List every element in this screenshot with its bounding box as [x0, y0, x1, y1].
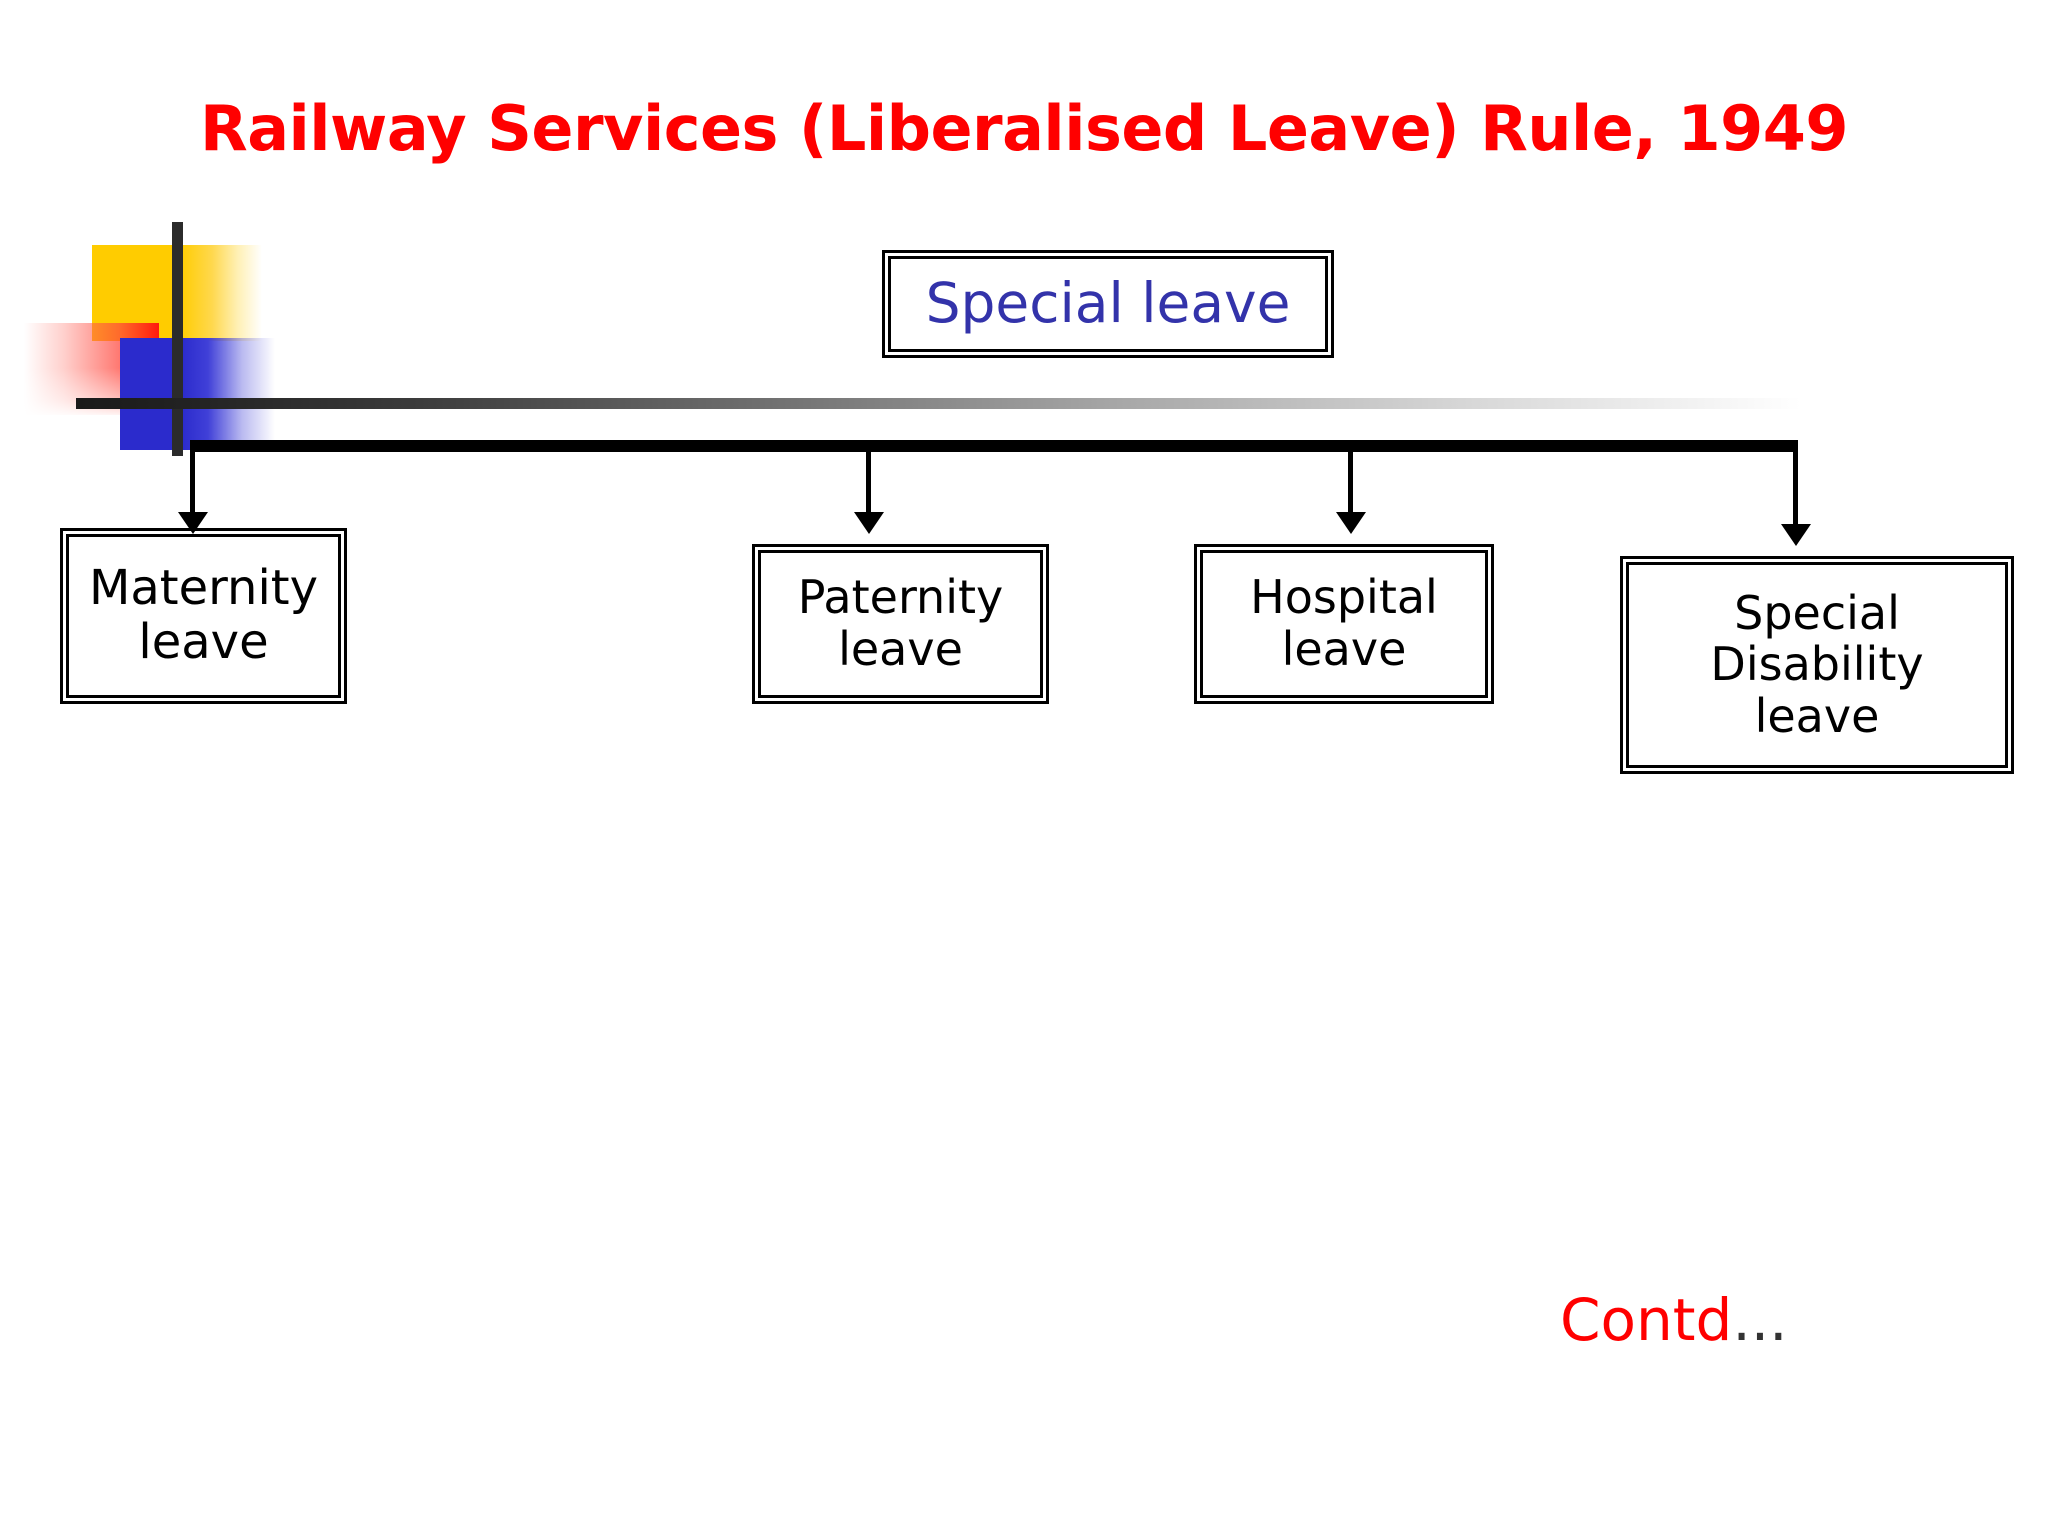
node-special-leave-label: Special leave [925, 271, 1291, 336]
decor-red-rectangle [24, 323, 159, 415]
node-paternity-leave-label: Paternity leave [797, 570, 1004, 676]
node-hospital-leave-label: Hospital leave [1250, 570, 1438, 676]
connector-arrow-special-disability-leave [1793, 452, 1798, 526]
connector-horizontal-bar [190, 440, 1798, 452]
decorative-corner-motif [0, 190, 1801, 480]
node-special-disability-leave[interactable]: Special Disability leave [1620, 556, 2014, 774]
decor-horizontal-gradient-bar [76, 398, 1801, 409]
continuation-note: Contd... [1560, 1286, 1788, 1354]
decor-yellow-square [92, 245, 262, 341]
continuation-note-ellipsis: ... [1732, 1286, 1788, 1354]
continuation-note-text: Contd [1560, 1286, 1733, 1354]
node-maternity-leave[interactable]: Maternity leave [60, 528, 347, 704]
connector-arrow-hospital-leave [1348, 452, 1353, 514]
node-special-leave[interactable]: Special leave [882, 250, 1334, 358]
node-maternity-leave-label: Maternity leave [88, 560, 319, 670]
decor-red-fade-overlay [24, 323, 159, 415]
decor-vertical-bar [172, 222, 183, 456]
connector-arrow-paternity-leave [866, 452, 871, 514]
connector-arrow-maternity-leave [190, 452, 195, 514]
node-paternity-leave[interactable]: Paternity leave [752, 544, 1049, 704]
node-hospital-leave[interactable]: Hospital leave [1194, 544, 1494, 704]
node-special-disability-leave-label: Special Disability leave [1710, 585, 1924, 743]
decor-blue-square [120, 338, 275, 450]
page-title: Railway Services (Liberalised Leave) Rul… [199, 92, 1849, 165]
